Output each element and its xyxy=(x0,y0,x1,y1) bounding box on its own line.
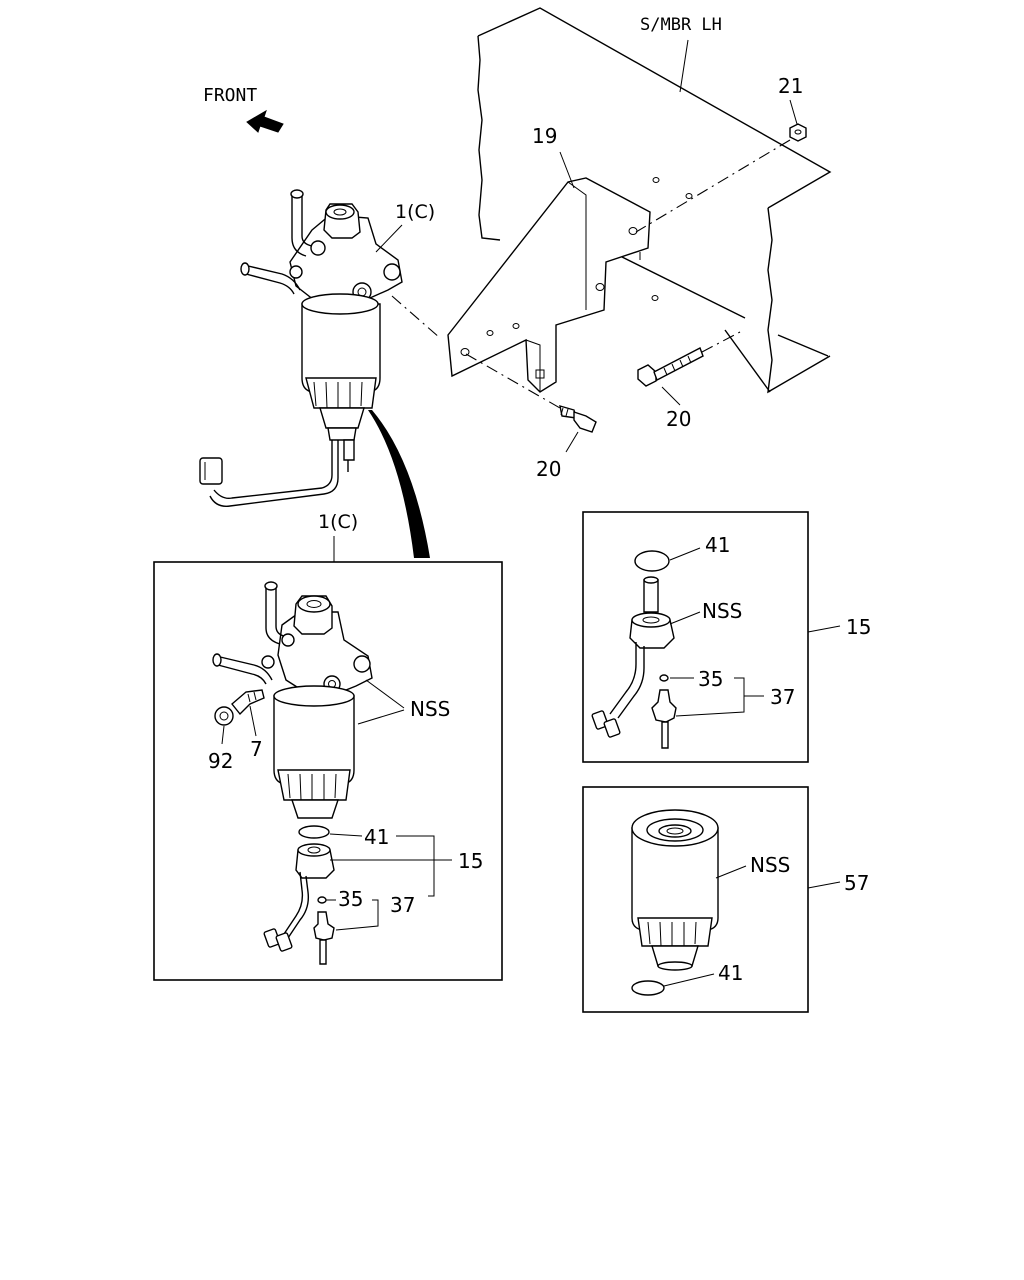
part-41-main-leader xyxy=(329,833,435,897)
front-arrow-icon xyxy=(246,109,284,133)
part-41-sensor-leader xyxy=(669,547,701,561)
part-41-main-label: 41 xyxy=(364,825,389,849)
part-37-main-leader xyxy=(335,899,379,931)
part-15-main-label: 15 xyxy=(458,849,483,873)
filter-detail-inset xyxy=(153,561,503,981)
part-20-right-leader xyxy=(661,386,681,406)
nut-21 xyxy=(789,123,807,142)
sensor-detail-drawing xyxy=(591,550,677,749)
part-35-sensor-label: 35 xyxy=(698,667,723,691)
nss-filter-label: NSS xyxy=(410,697,450,721)
bolt-20-right xyxy=(637,347,704,387)
part-57-label: 57 xyxy=(844,871,869,895)
nut-21-axis-line xyxy=(635,139,791,233)
detail-callout-pointer xyxy=(368,410,430,558)
part-1c-inset-label: 1(C) xyxy=(318,511,358,533)
bolt-20-left-axis-line xyxy=(465,353,561,409)
part-41-element-label: 41 xyxy=(718,961,743,985)
part-20-right-label: 20 xyxy=(666,407,691,431)
front-label: FRONT xyxy=(203,85,257,106)
filter-to-bracket-axis-line xyxy=(391,295,441,339)
part-7-leader xyxy=(249,705,257,737)
fuel-filter-assembly xyxy=(199,189,403,507)
sensor-detail-inset xyxy=(582,511,809,763)
bolt-20-right-axis-line xyxy=(701,331,741,353)
filter-detail-drawing xyxy=(212,581,373,965)
part-37-sensor-leader xyxy=(675,677,764,717)
part-21-label: 21 xyxy=(778,74,803,98)
nss-filter-leader xyxy=(357,679,405,725)
part-1c-top-label: 1(C) xyxy=(395,201,435,223)
side-member-label: S/MBR LH xyxy=(640,15,722,35)
part-21-leader xyxy=(789,99,798,125)
part-15-sensor-leader xyxy=(807,625,841,633)
front-direction-indicator: FRONT xyxy=(203,85,284,133)
part-15-sensor-label: 15 xyxy=(846,615,871,639)
part-92-label: 92 xyxy=(208,749,233,773)
mounting-bracket xyxy=(447,177,651,393)
nss-element-leader xyxy=(715,865,747,879)
part-20-left-leader xyxy=(565,431,579,453)
part-37-sensor-label: 37 xyxy=(770,685,795,709)
part-57-leader xyxy=(807,881,841,889)
filter-element-inset xyxy=(582,786,809,1013)
part-41-sensor-label: 41 xyxy=(705,533,730,557)
part-41-element-leader xyxy=(663,973,715,987)
part-1c-top-leader xyxy=(375,224,403,253)
part-19-label: 19 xyxy=(532,124,557,148)
part-7-label: 7 xyxy=(250,737,263,761)
part-20-left-label: 20 xyxy=(536,457,561,481)
part-35-main-label: 35 xyxy=(338,887,363,911)
nss-sensor-leader xyxy=(669,611,701,625)
part-19-leader xyxy=(559,151,575,189)
part-92-leader xyxy=(221,725,225,745)
side-member-rail xyxy=(477,7,832,394)
part-37-main-label: 37 xyxy=(390,893,415,917)
bolt-20-left xyxy=(559,405,597,433)
side-member-leader xyxy=(679,39,689,93)
nss-element-label: NSS xyxy=(750,853,790,877)
filter-element-drawing xyxy=(631,809,719,996)
nss-sensor-label: NSS xyxy=(702,599,742,623)
